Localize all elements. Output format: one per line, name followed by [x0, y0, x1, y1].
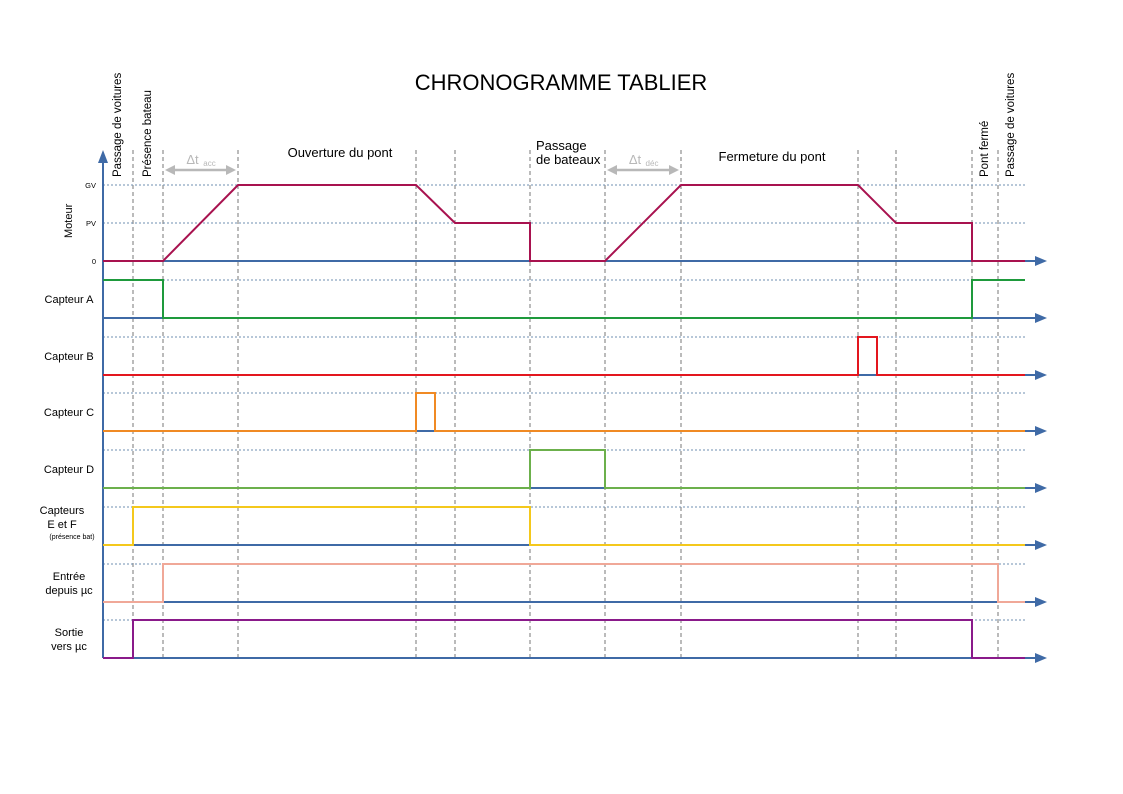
motor-signal-trace — [103, 184, 1025, 262]
signal-trace-entr-e-depuis-c — [103, 563, 1025, 603]
row-label: E et F — [47, 519, 77, 531]
axis-arrow-icon — [1035, 483, 1047, 493]
row-label: Capteur A — [45, 294, 95, 306]
phase-label-boats-2: de bateaux — [536, 152, 601, 167]
row-label: Capteurs — [40, 505, 85, 517]
axis-arrow-icon — [1035, 313, 1047, 323]
row-label: depuis µc — [45, 585, 93, 597]
marker-label: Pont fermé — [979, 121, 991, 177]
marker-label: Présence bateau — [142, 90, 154, 177]
axis-arrow-icon — [1035, 653, 1047, 663]
level-label: GV — [85, 181, 96, 190]
arrowhead-right-icon — [669, 165, 679, 175]
signal-trace-capteur-a — [103, 279, 1025, 319]
level-label: PV — [86, 219, 96, 228]
interval-subscript: déc — [646, 159, 659, 168]
row-label: vers µc — [51, 641, 87, 653]
axis-arrow-icon — [1035, 256, 1047, 266]
axis-arrow-icon — [1035, 540, 1047, 550]
phase-label-opening: Ouverture du pont — [288, 145, 393, 160]
row-label-moteur: Moteur — [63, 203, 75, 238]
arrowhead-left-icon — [165, 165, 175, 175]
signal-trace-capteur-d — [103, 449, 1025, 489]
interval-subscript: acc — [203, 159, 215, 168]
row-label: Capteur C — [44, 407, 94, 419]
row-label: Entrée — [53, 571, 85, 583]
chart-title: CHRONOGRAMME TABLIER — [415, 70, 708, 95]
arrowhead-right-icon — [226, 165, 236, 175]
phase-label-boats-1: Passage — [536, 138, 587, 153]
row-label-note: (présence bat) — [49, 534, 94, 541]
signal-trace-capteur-c — [103, 392, 1025, 432]
signal-trace-capteur-b — [103, 336, 1025, 376]
interval-symbol: Δt — [629, 152, 642, 167]
arrowhead-left-icon — [607, 165, 617, 175]
signal-trace-sortie-vers-c — [103, 619, 1025, 659]
axis-arrow-icon — [1035, 597, 1047, 607]
axis-arrow-icon — [1035, 370, 1047, 380]
row-label: Sortie — [55, 627, 84, 639]
axis-arrow-icon — [1035, 426, 1047, 436]
axis-arrow-up-icon — [98, 150, 108, 163]
interval-symbol: Δt — [186, 152, 199, 167]
marker-label: Passage de voitures — [112, 73, 124, 177]
row-label: Capteur B — [44, 351, 94, 363]
row-label: Capteur D — [44, 464, 94, 476]
level-label: 0 — [92, 257, 96, 266]
phase-label-closing: Fermeture du pont — [719, 149, 826, 164]
signal-trace-capteurs-e-et-f — [103, 506, 1025, 546]
marker-label: Passage de voitures — [1005, 73, 1017, 177]
